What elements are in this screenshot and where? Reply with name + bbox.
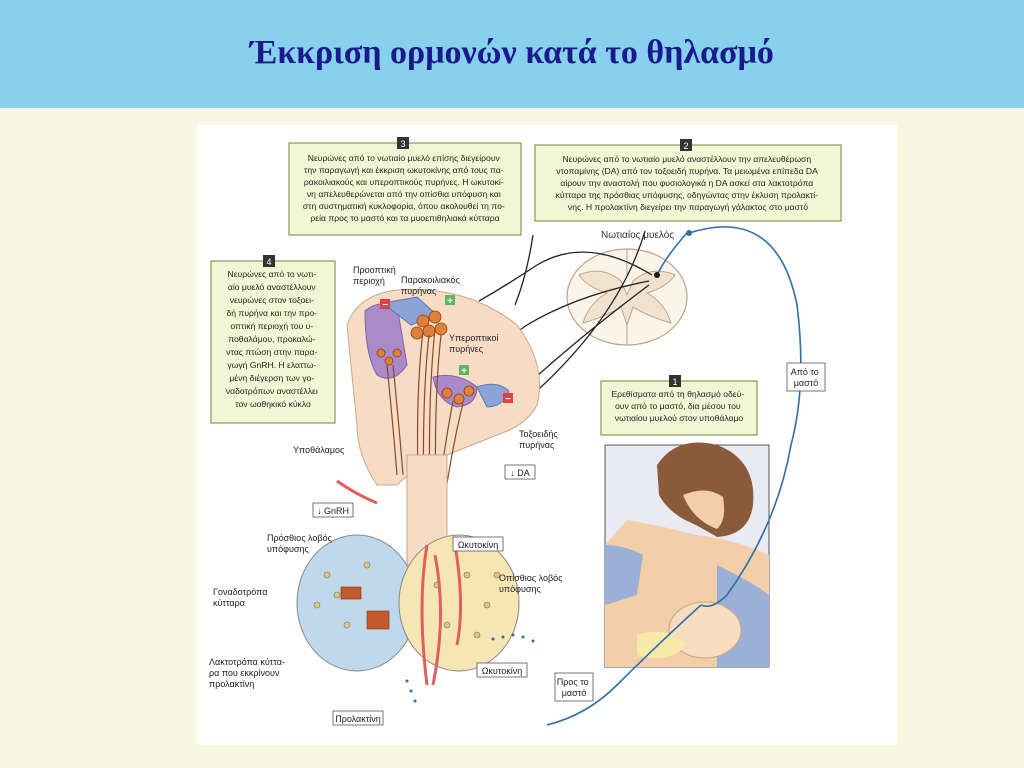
pituitary-gland	[297, 455, 519, 671]
svg-text:+: +	[447, 296, 453, 307]
svg-text:4: 4	[266, 257, 271, 267]
preoptic-label: Προοπτική περιοχή	[353, 265, 398, 286]
svg-text:2: 2	[683, 141, 688, 151]
posterior-pituitary-label: Οπίσθιος λοβός υπόφυσης	[499, 573, 565, 594]
svg-text:↓ GnRH: ↓ GnRH	[317, 506, 349, 516]
nerve-node	[686, 230, 692, 236]
da-label: ↓ DA	[505, 465, 535, 479]
nerve-node	[654, 272, 660, 278]
hormone-diagram: Νωτιαίος μυελός	[197, 125, 897, 745]
spinal-cord-label: Νωτιαίος μυελός	[601, 229, 674, 241]
info-box-2: 2 Νευρώνες από το νωτιαίο μυελό αναστέλλ…	[535, 139, 841, 221]
info-box-3: 3 Νευρώνες από το νωτιαίο μυελό επίσης δ…	[289, 137, 521, 235]
to-breast-label: Προς το μαστό	[555, 673, 593, 701]
gonadotrophs-label: Γοναδοτρόπα κύτταρα	[213, 587, 270, 608]
svg-text:Προλακτίνη: Προλακτίνη	[335, 714, 381, 724]
oxytocin-bottom-label: Ωκυτοκίνη	[477, 663, 527, 677]
title-banner: Έκκριση ορμονών κατά το θηλασμό	[0, 0, 1024, 108]
breastfeeding-illustration	[605, 443, 769, 668]
from-breast-label: Από το μαστό	[787, 363, 825, 391]
slide-title: Έκκριση ορμονών κατά το θηλασμό	[0, 34, 1024, 72]
svg-text:Ερεθίσματα από τη θηλασμό οδεύ: Ερεθίσματα από τη θηλασμό οδεύ- ουν από …	[611, 389, 746, 423]
prolactin-label: Προλακτίνη	[333, 711, 383, 725]
svg-text:1: 1	[672, 377, 677, 387]
svg-text:↓ DA: ↓ DA	[510, 468, 530, 478]
paraventricular-label: Παρακοιλιακός πυρήνας	[401, 275, 462, 296]
info-box-4: 4 Νευρώνες από το νωτι- αίο μυελό αναστέ…	[211, 255, 335, 423]
svg-text:Ωκυτοκίνη: Ωκυτοκίνη	[458, 540, 499, 550]
svg-text:Ωκυτοκίνη: Ωκυτοκίνη	[482, 666, 523, 676]
oxytocin-top-label: Ωκυτοκίνη	[453, 537, 503, 551]
svg-text:+: +	[461, 366, 467, 377]
svg-text:−: −	[382, 300, 388, 311]
gnrh-label: ↓ GnRH	[313, 503, 353, 517]
info-box-1: 1 Ερεθίσματα από τη θηλασμό οδεύ- ουν απ…	[601, 375, 757, 435]
svg-text:Από το μαστό: Από το μαστό	[791, 367, 822, 388]
arcuate-label: Τοξοειδής πυρήνας	[519, 429, 560, 450]
svg-text:Νευρώνες από το νωτιαίο μυελό: Νευρώνες από το νωτιαίο μυελό αναστέλλου…	[556, 154, 821, 212]
svg-text:Νευρώνες από το νωτι- αί: Νευρώνες από το νωτι- αίο μυελό αναστέλλ…	[226, 269, 320, 409]
svg-text:Προς το μαστό: Προς το μαστό	[557, 677, 591, 698]
lactotrophs-label: Λακτοτρόπα κύττα- ρα που εκκρίνουν προλα…	[209, 657, 287, 689]
hypothalamus-label: Υποθάλαμος	[293, 445, 345, 455]
svg-text:3: 3	[400, 139, 405, 149]
svg-text:−: −	[505, 394, 511, 405]
spinal-cord-section	[567, 249, 687, 345]
diagram-svg: Νωτιαίος μυελός	[197, 125, 897, 745]
